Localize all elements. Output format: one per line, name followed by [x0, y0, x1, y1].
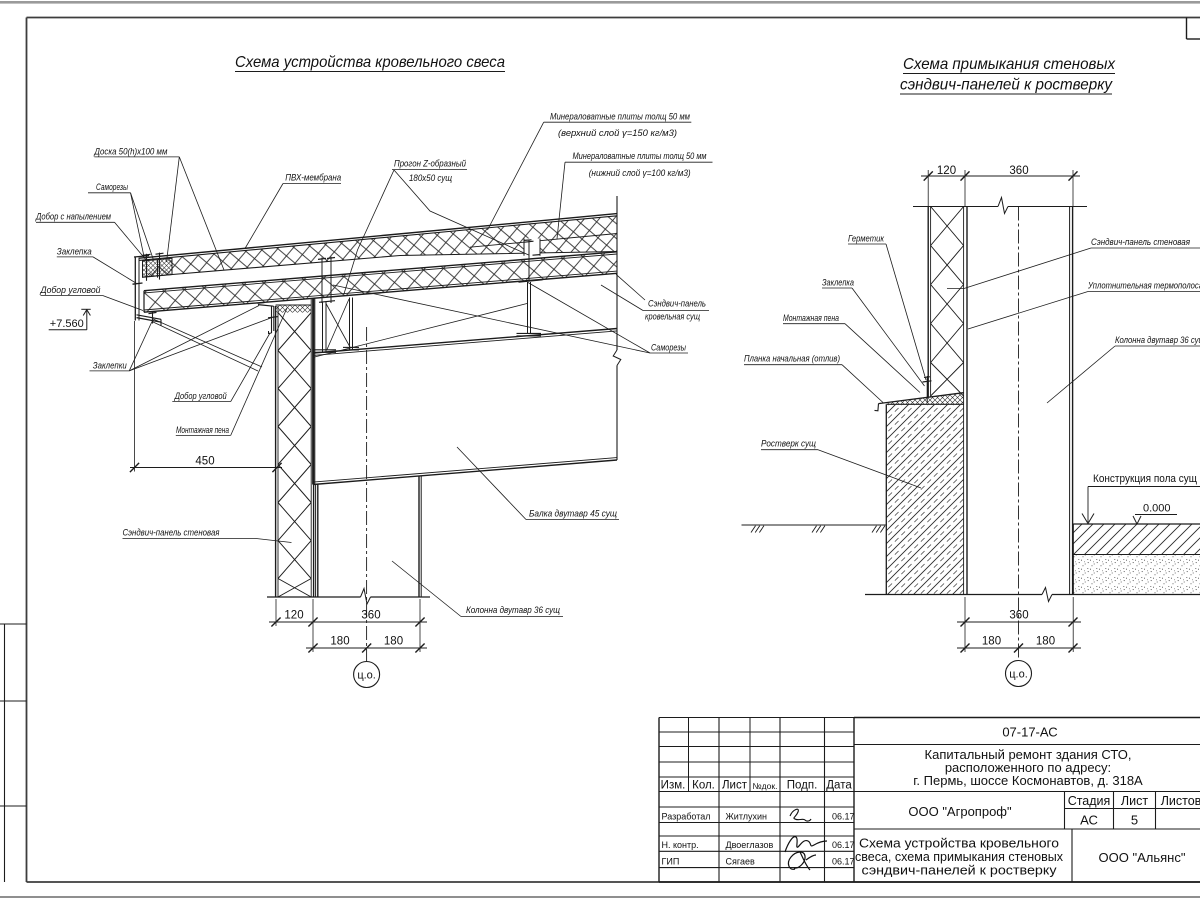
svg-text:07-17-АС: 07-17-АС	[1002, 725, 1057, 740]
svg-text:Сэндвич-панель: Сэндвич-панель	[648, 299, 706, 310]
svg-text:Монтажная пена: Монтажная пена	[783, 313, 839, 324]
svg-text:Н. контр.: Н. контр.	[662, 840, 699, 850]
svg-text:360: 360	[1009, 165, 1028, 177]
svg-text:Капитальный ремонт здания СТО,: Капитальный ремонт здания СТО,	[925, 747, 1132, 762]
svg-text:06.17: 06.17	[832, 857, 855, 867]
svg-text:(верхний слой γ=150 кг/м3): (верхний слой γ=150 кг/м3)	[558, 128, 677, 139]
svg-text:сэндвич-панелей к ростверку: сэндвич-панелей к ростверку	[900, 77, 1113, 94]
svg-text:360: 360	[1009, 610, 1028, 622]
svg-text:Кол.: Кол.	[692, 780, 715, 792]
svg-text:180х50 сущ: 180х50 сущ	[409, 173, 452, 184]
svg-text:Сэндвич-панель стеновая: Сэндвич-панель стеновая	[123, 528, 220, 539]
svg-text:180: 180	[330, 636, 349, 648]
svg-text:+7.560: +7.560	[50, 318, 84, 330]
svg-text:ц.о.: ц.о.	[1009, 669, 1028, 681]
svg-text:Добор с напылением: Добор с напылением	[35, 212, 111, 223]
svg-text:свеса, схема примыкания стенов: свеса, схема примыкания стеновых	[855, 849, 1063, 864]
svg-text:Саморезы: Саморезы	[651, 343, 686, 354]
svg-text:Дата: Дата	[826, 780, 852, 792]
svg-text:АС: АС	[1080, 813, 1098, 828]
svg-text:180: 180	[1036, 636, 1055, 648]
svg-text:Схема устройства кровельного с: Схема устройства кровельного свеса	[235, 54, 505, 71]
svg-text:450: 450	[195, 456, 214, 468]
svg-text:Планка начальная (отлив): Планка начальная (отлив)	[744, 353, 840, 364]
svg-text:ГИП: ГИП	[662, 857, 680, 867]
svg-text:Лист: Лист	[1121, 794, 1148, 808]
svg-text:Добор угловой: Добор угловой	[40, 285, 102, 296]
svg-text:Схема устройства кровельного: Схема устройства кровельного	[859, 836, 1059, 851]
svg-text:сэндвич-панелей к ростверку: сэндвич-панелей к ростверку	[862, 863, 1058, 878]
svg-text:расположенного по адресу:: расположенного по адресу:	[945, 760, 1111, 775]
svg-text:Саморезы: Саморезы	[96, 182, 128, 193]
svg-text:Доска 50(h)х100 мм: Доска 50(h)х100 мм	[94, 147, 168, 158]
svg-text:(нижний слой γ=100 кг/м3): (нижний слой γ=100 кг/м3)	[589, 168, 691, 179]
svg-text:ООО "Альянс": ООО "Альянс"	[1099, 850, 1186, 865]
svg-text:Ростверк сущ: Ростверк сущ	[761, 438, 816, 449]
svg-text:Стадия: Стадия	[1068, 794, 1111, 808]
svg-text:Листов: Листов	[1161, 794, 1200, 808]
svg-text:г. Пермь, шоссе Космонавтов, д: г. Пермь, шоссе Космонавтов, д. 318А	[913, 773, 1143, 788]
svg-text:Сэндвич-панель стеновая: Сэндвич-панель стеновая	[1091, 237, 1190, 248]
svg-text:120: 120	[937, 165, 956, 177]
svg-text:0.000: 0.000	[1143, 503, 1171, 515]
svg-text:Изм.: Изм.	[661, 780, 686, 792]
svg-text:Заклепка: Заклепка	[57, 246, 92, 257]
svg-text:Двоеглазов: Двоеглазов	[726, 840, 774, 850]
svg-text:120: 120	[284, 610, 303, 622]
svg-text:Житлухин: Житлухин	[726, 812, 768, 822]
svg-text:Подп.: Подп.	[787, 780, 818, 792]
svg-text:360: 360	[361, 610, 380, 622]
svg-text:Лист: Лист	[722, 780, 748, 792]
svg-text:Добор угловой: Добор угловой	[174, 391, 227, 402]
svg-text:Прогон Z-образный: Прогон Z-образный	[394, 159, 467, 170]
svg-text:Монтажная пена: Монтажная пена	[176, 425, 229, 436]
svg-text:Заклепка: Заклепка	[822, 277, 854, 288]
svg-text:Герметик: Герметик	[848, 233, 884, 244]
svg-text:Колонна двутавр 36 сущ: Колонна двутавр 36 сущ	[466, 605, 560, 616]
svg-text:Заклепки: Заклепки	[93, 360, 128, 371]
svg-text:Разработал: Разработал	[662, 812, 711, 822]
svg-text:180: 180	[982, 636, 1001, 648]
svg-text:ООО "Агропроф": ООО "Агропроф"	[908, 804, 1012, 819]
svg-text:Схема примыкания стеновых: Схема примыкания стеновых	[903, 56, 1116, 73]
svg-text:Балка двутавр 45 сущ: Балка двутавр 45 сущ	[529, 509, 617, 520]
svg-text:ПВХ-мембрана: ПВХ-мембрана	[285, 173, 341, 184]
svg-text:кровельная сущ: кровельная сущ	[645, 312, 700, 323]
svg-text:06.17: 06.17	[832, 840, 855, 850]
svg-text:5: 5	[1131, 813, 1138, 828]
svg-text:Минераловатные плиты толщ 50 м: Минераловатные плиты толщ 50 мм	[573, 151, 707, 162]
svg-text:Конструкция пола сущ: Конструкция пола сущ	[1093, 473, 1197, 485]
svg-text:06.17: 06.17	[832, 812, 855, 822]
svg-text:180: 180	[384, 636, 403, 648]
svg-text:Уплотнительная термополоса: Уплотнительная термополоса	[1087, 280, 1200, 291]
svg-text:ц.о.: ц.о.	[357, 670, 376, 682]
svg-text:№док.: №док.	[753, 781, 778, 791]
svg-text:Минераловатные плиты толщ 50 м: Минераловатные плиты толщ 50 мм	[550, 112, 690, 123]
svg-text:Колонна двутавр 36 сущ: Колонна двутавр 36 сущ	[1115, 335, 1200, 346]
svg-text:Сягаев: Сягаев	[726, 857, 755, 867]
